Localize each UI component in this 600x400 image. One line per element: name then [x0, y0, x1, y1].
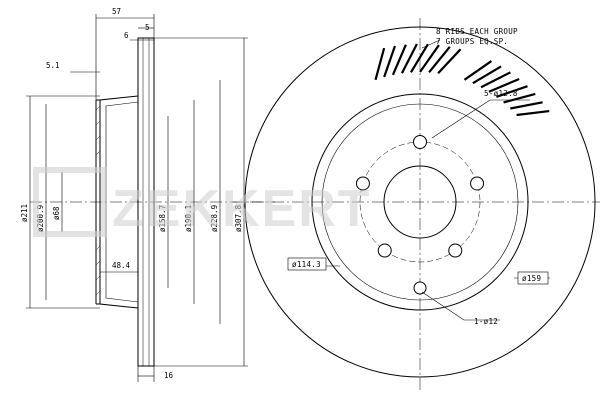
note-ribs-line2: 7 GROUPS EQ.SP.	[436, 37, 508, 46]
dim-d228: ø228.9	[210, 205, 219, 232]
section-hatching	[95, 105, 101, 296]
watermark-text: Авито	[520, 369, 575, 391]
d159-label-box	[517, 271, 549, 285]
vent-rib	[488, 77, 520, 93]
dim-d307: ø307.8	[234, 204, 243, 232]
marketplace-watermark: Авито	[495, 369, 575, 391]
vent-rib	[510, 101, 543, 110]
dim-hat-width: 5	[145, 23, 150, 32]
front-view	[232, 18, 600, 392]
vent-rib	[400, 43, 418, 74]
bolt-hole	[470, 176, 485, 191]
vent-rib	[374, 47, 386, 81]
dim-offset: 5.1	[46, 61, 60, 70]
note-holes: 5-ø12.8	[484, 89, 518, 98]
vent-rib	[428, 46, 451, 74]
note-pcd: ø114.3	[292, 260, 321, 269]
locating-pin-hole	[413, 281, 427, 295]
dim-d211: ø211	[20, 204, 29, 222]
vent-rib	[409, 43, 429, 73]
dim-d158: ø158.7	[158, 205, 167, 232]
bolt-hole	[448, 243, 463, 258]
side-section-view	[30, 37, 275, 367]
vent-rib	[516, 110, 550, 117]
note-ribs-line1: 8 RIBS EACH GROUP	[436, 27, 518, 36]
note-pin: 1-ø12	[474, 317, 498, 326]
dim-top-width: 57	[112, 7, 121, 16]
brand-logo-box	[33, 167, 107, 237]
vent-ribs	[374, 43, 550, 117]
dim-thickness: 16	[164, 371, 174, 380]
vent-rib	[419, 44, 440, 73]
bolt-hole	[377, 243, 392, 258]
vent-rib	[437, 48, 462, 75]
bolt-holes	[355, 135, 485, 295]
dim-flange: 6	[124, 31, 129, 40]
vent-rib	[463, 60, 493, 81]
side-dimension-lines	[26, 14, 248, 382]
dim-d68: ø68	[52, 206, 61, 220]
brand-name: ZEKKERT	[112, 180, 372, 238]
vent-rib	[480, 71, 511, 89]
brand-logo: ZEKKERT	[33, 167, 372, 238]
vent-rib	[503, 92, 536, 104]
vent-rib	[391, 44, 407, 76]
pcd-label-box	[287, 257, 327, 271]
vent-rib	[383, 45, 396, 78]
vent-rib	[472, 65, 502, 85]
note-d159: ø159	[522, 274, 541, 283]
dim-depth: 48.4	[112, 261, 131, 270]
vent-rib	[496, 85, 528, 98]
dim-d200: ø200.9	[36, 205, 45, 232]
bolt-hole	[413, 135, 427, 149]
dim-d190: ø190.1	[184, 205, 193, 232]
bolt-hole	[355, 176, 370, 191]
